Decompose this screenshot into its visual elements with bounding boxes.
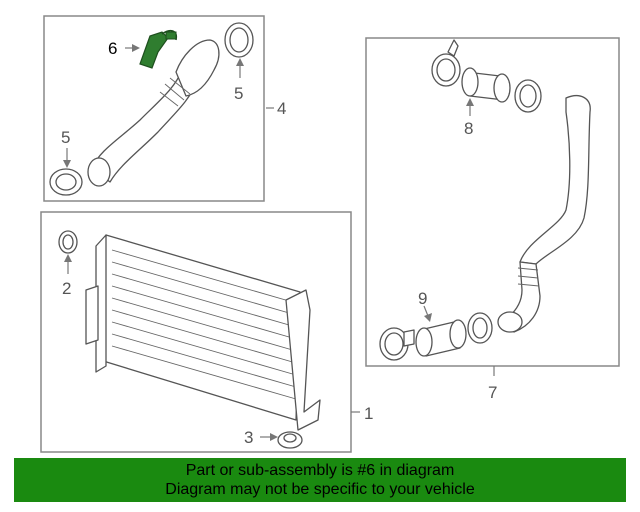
intercooler-1[interactable] [85, 234, 321, 431]
insulator-3[interactable] [277, 431, 303, 449]
info-banner: Part or sub-assembly is #6 in diagram Di… [14, 458, 626, 502]
banner-line-2: Diagram may not be specific to your vehi… [165, 481, 475, 498]
callout-6: 6 [108, 39, 117, 58]
coupler-8[interactable] [461, 67, 542, 113]
callout-9: 9 [418, 289, 427, 308]
callout-3: 3 [244, 428, 253, 447]
callout-5-upper: 5 [234, 84, 243, 103]
callout-8: 8 [464, 119, 473, 138]
coupler-9[interactable] [379, 312, 493, 361]
callout-2: 2 [62, 279, 71, 298]
banner-line-1: Part or sub-assembly is #6 in diagram [185, 462, 455, 479]
clamp-5-upper[interactable] [224, 22, 254, 58]
callout-7: 7 [488, 383, 497, 402]
charge-air-hose-4[interactable] [87, 39, 220, 187]
sensor-6[interactable] [139, 29, 178, 69]
callout-1: 1 [364, 404, 373, 423]
outlet-pipe-7[interactable] [497, 95, 591, 333]
clamp-7-upper[interactable] [431, 39, 461, 87]
callout-5-lower: 5 [61, 128, 70, 147]
clamp-5-lower[interactable] [49, 168, 83, 196]
callout-4: 4 [277, 99, 286, 118]
mount-2[interactable] [58, 230, 78, 254]
